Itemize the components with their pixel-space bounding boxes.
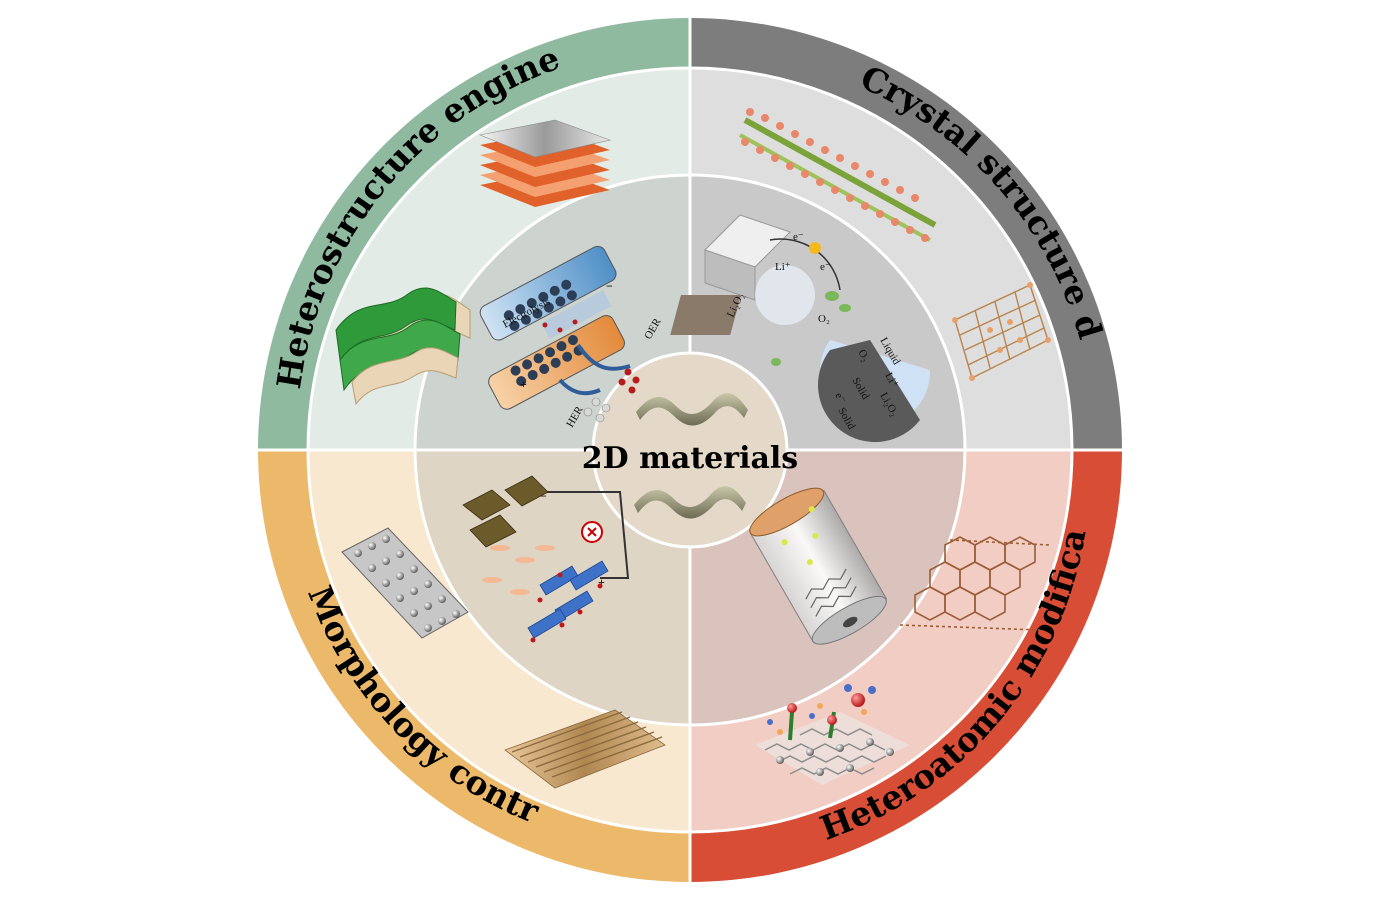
battery-cylinder-illustration: [749, 487, 888, 645]
honeycomb-lattice-illustration: [899, 536, 1051, 631]
e-minus-label-2: e⁻: [820, 261, 831, 273]
doped-graphene-illustration: [755, 684, 910, 785]
plus-sign-morph: +: [598, 575, 605, 589]
o2-label: O₂: [818, 313, 830, 325]
layered-stack-illustration: [478, 119, 612, 207]
porous-sheet-illustration: [341, 527, 469, 639]
wavy-heterostructure-illustration: [335, 287, 471, 406]
ion-migration-illustration: − +: [462, 475, 630, 643]
li-o2-battery-illustration: Li⁺ Li₂O₂ O₂ e⁻ e⁻ Liquid Li⁺ O₂ Solid L…: [670, 214, 931, 443]
plus-sign: +: [520, 377, 527, 391]
minus-sign-morph: −: [540, 489, 547, 503]
minus-sign: −: [606, 279, 613, 293]
e-minus-label-1: e⁻: [793, 231, 804, 243]
center-title: 2D materials: [582, 441, 798, 476]
center-hub: 2D materials: [582, 351, 798, 549]
li-plus-label: Li⁺: [775, 261, 791, 273]
wave-sheet-top: [636, 393, 748, 426]
chain-crystal-illustration: [739, 108, 937, 242]
o2-label-2: O₂: [855, 348, 871, 364]
wave-sheet-bottom: [634, 486, 746, 519]
lattice-crystal-illustration: [952, 282, 1051, 381]
nanorod-array-illustration: [504, 709, 666, 789]
